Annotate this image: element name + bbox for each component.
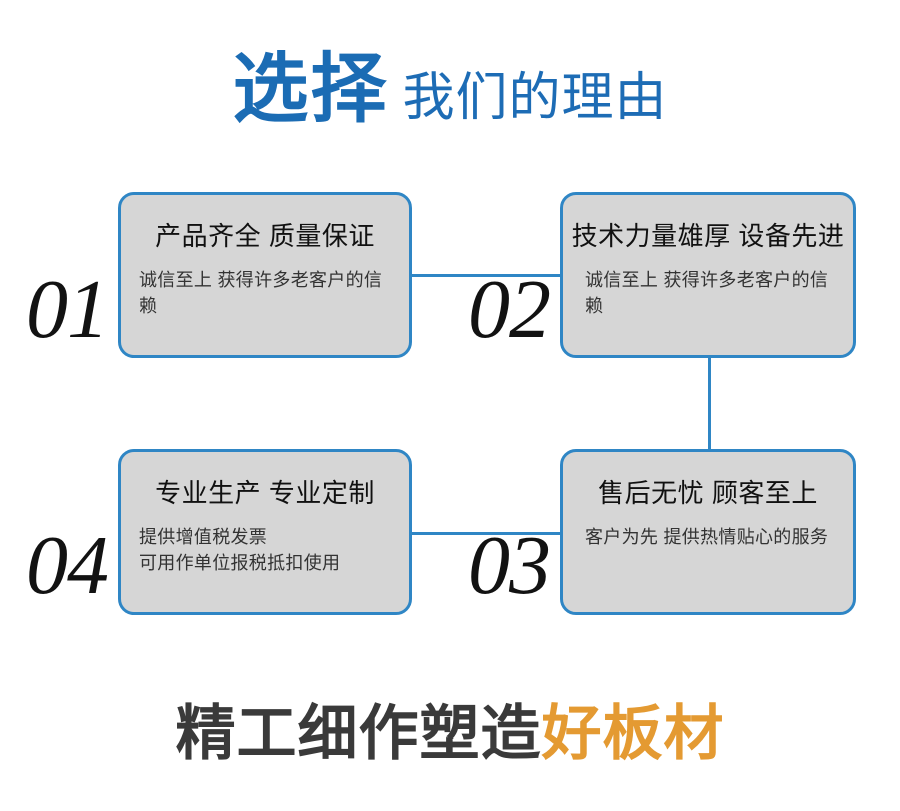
feature-card-04: 专业生产 专业定制 提供增值税发票可用作单位报税抵扣使用 — [118, 449, 412, 615]
feature-card-03: 售后无忧 顾客至上 客户为先 提供热情贴心的服务 — [560, 449, 856, 615]
feature-card-02-title: 技术力量雄厚 设备先进 — [571, 221, 845, 251]
feature-card-01: 产品齐全 质量保证 诚信至上 获得许多老客户的信赖 — [118, 192, 412, 358]
page-title: 选择我们的理由 — [0, 52, 900, 128]
connector-line-card2-card3 — [708, 356, 711, 451]
feature-card-01-title: 产品齐全 质量保证 — [155, 221, 375, 251]
feature-card-02: 技术力量雄厚 设备先进 诚信至上 获得许多老客户的信赖 — [560, 192, 856, 358]
feature-card-04-title: 专业生产 专业定制 — [155, 478, 375, 508]
footer-tagline: 精工细作塑造好板材 — [0, 704, 900, 764]
feature-card-03-body: 客户为先 提供热情贴心的服务 — [585, 527, 829, 547]
feature-card-03-title: 售后无忧 顾客至上 — [598, 478, 818, 508]
footer-tagline-accent: 好板材 — [541, 700, 725, 767]
feature-card-02-body: 诚信至上 获得许多老客户的信赖 — [585, 270, 829, 317]
feature-card-01-body: 诚信至上 获得许多老客户的信赖 — [139, 270, 383, 317]
feature-card-04-body: 提供增值税发票可用作单位报税抵扣使用 — [139, 527, 341, 574]
card-number-04: 04 — [26, 519, 109, 612]
card-number-03: 03 — [468, 519, 551, 612]
page-title-main: 选择 — [232, 47, 389, 132]
connector-line-card1-card2 — [410, 274, 562, 277]
card-number-01: 01 — [26, 263, 109, 356]
page-title-sub: 我们的理由 — [402, 69, 668, 127]
footer-tagline-dark: 精工细作塑造 — [175, 700, 542, 767]
card-number-02: 02 — [468, 263, 551, 356]
connector-line-card4-card3 — [410, 532, 562, 535]
